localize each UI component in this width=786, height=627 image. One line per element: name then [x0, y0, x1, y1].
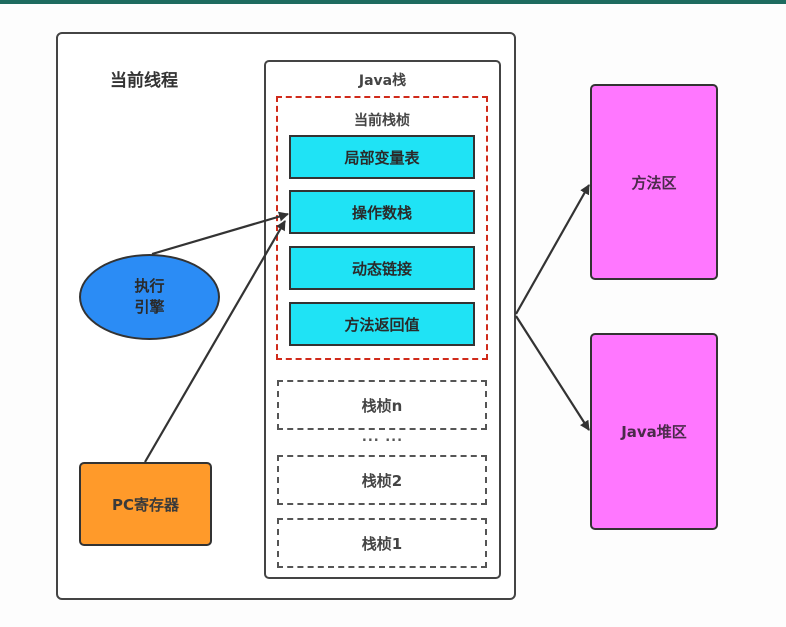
execution-engine-line2: 引擎 — [134, 298, 165, 316]
local-variable-table: 局部变量表 — [289, 135, 475, 179]
dynamic-linking: 动态链接 — [289, 246, 475, 290]
stack-frame-1: 栈桢1 — [277, 518, 487, 568]
arrow-stack-to-heap — [515, 315, 590, 431]
method-area: 方法区 — [590, 84, 718, 280]
current-thread-title: 当前线程 — [110, 71, 178, 91]
java-heap: Java堆区 — [590, 333, 718, 530]
operand-stack: 操作数栈 — [289, 190, 475, 234]
execution-engine-line1: 执行 — [134, 277, 165, 295]
top-bar — [0, 0, 786, 4]
stack-frame-n: 栈桢n — [277, 380, 487, 430]
frames-ellipsis: ... ... — [361, 430, 404, 445]
method-return-value: 方法返回值 — [289, 302, 475, 346]
stack-frame-2: 栈桢2 — [277, 455, 487, 505]
arrow-stack-to-method-area — [515, 184, 590, 315]
execution-engine: 执行 引擎 — [79, 254, 220, 340]
pc-register: PC寄存器 — [79, 462, 212, 546]
current-stack-frame-title: 当前栈桢 — [354, 113, 410, 129]
java-stack-title: Java栈 — [358, 73, 407, 89]
